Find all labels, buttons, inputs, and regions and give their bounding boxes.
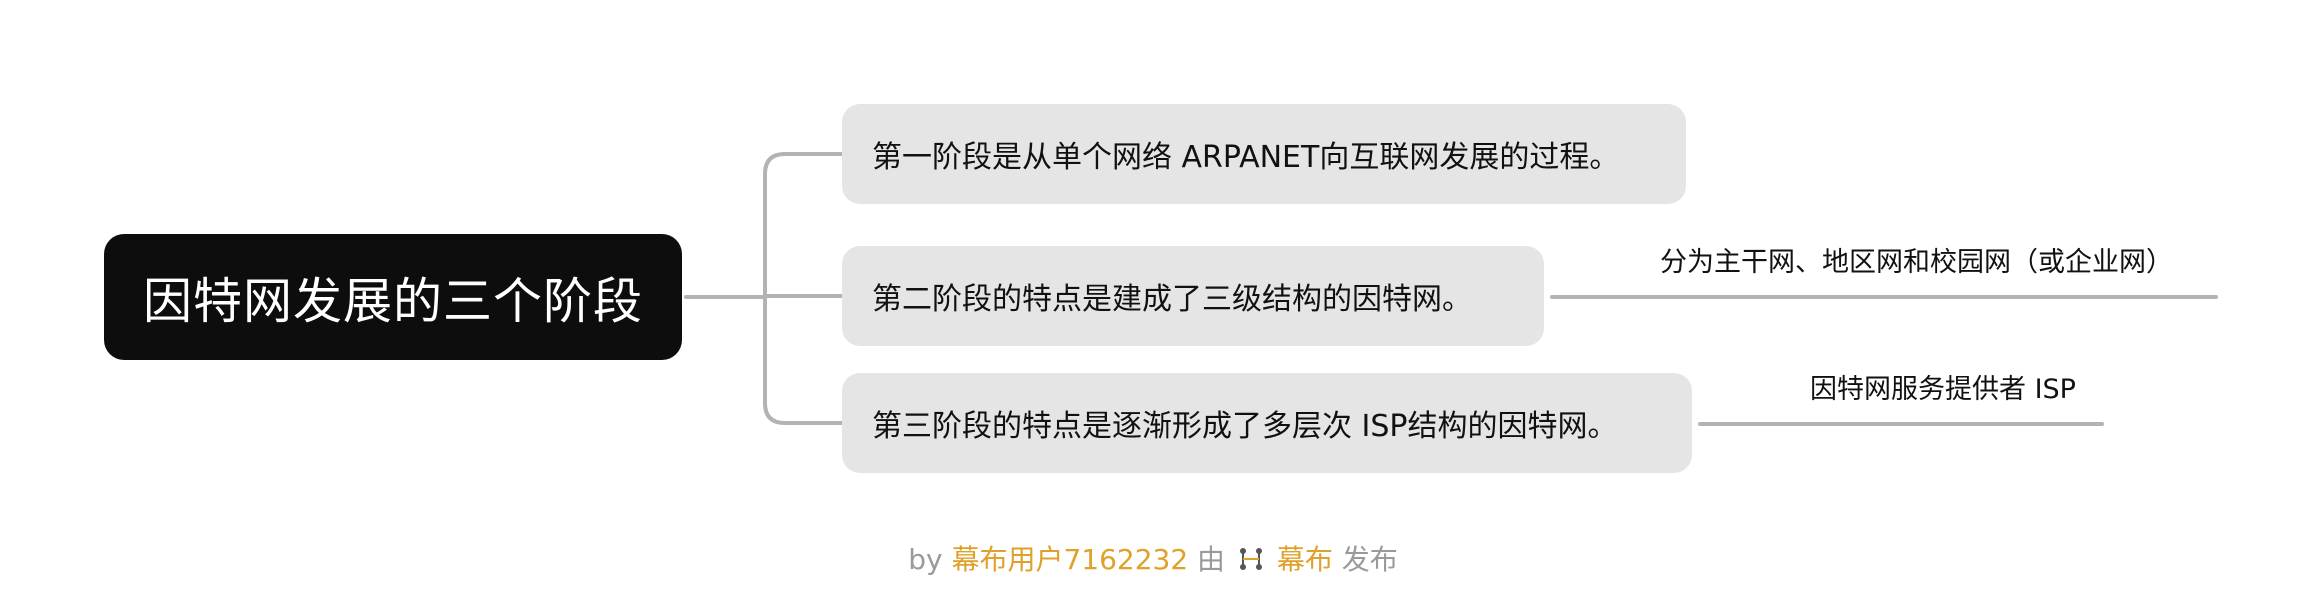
footer-user-link[interactable]: 幕布用户7162232 — [951, 543, 1189, 576]
footer-by: by — [908, 543, 943, 576]
mubu-logo-icon — [1238, 546, 1264, 572]
branch-topic-2[interactable]: 第二阶段的特点是建成了三级结构的因特网。 — [842, 246, 1544, 346]
subtopic-2-note[interactable]: 分为主干网、地区网和校园网（或企业网） — [1660, 247, 2173, 278]
branch-topic-2-label: 第二阶段的特点是建成了三级结构的因特网。 — [872, 282, 1472, 317]
branch-topic-3-label: 第三阶段的特点是逐渐形成了多层次 ISP结构的因特网。 — [872, 409, 1618, 444]
root-topic-label: 因特网发展的三个阶段 — [142, 272, 643, 330]
footer-attribution: by 幕布用户7162232 由 幕布 发布 — [0, 538, 2306, 578]
subtopic-3-note[interactable]: 因特网服务提供者 ISP — [1810, 374, 2076, 405]
footer-publish: 发布 — [1341, 543, 1398, 576]
branch-topic-1-label: 第一阶段是从单个网络 ARPANET向互联网发展的过程。 — [872, 140, 1620, 175]
trunk-connector — [763, 152, 844, 425]
branch-topic-1[interactable]: 第一阶段是从单个网络 ARPANET向互联网发展的过程。 — [842, 104, 1686, 204]
root-topic[interactable]: 因特网发展的三个阶段 — [104, 234, 682, 360]
branch-topic-3[interactable]: 第三阶段的特点是逐渐形成了多层次 ISP结构的因特网。 — [842, 373, 1692, 473]
footer-via: 由 — [1197, 543, 1226, 576]
footer-brand-link[interactable]: 幕布 — [1276, 543, 1333, 576]
